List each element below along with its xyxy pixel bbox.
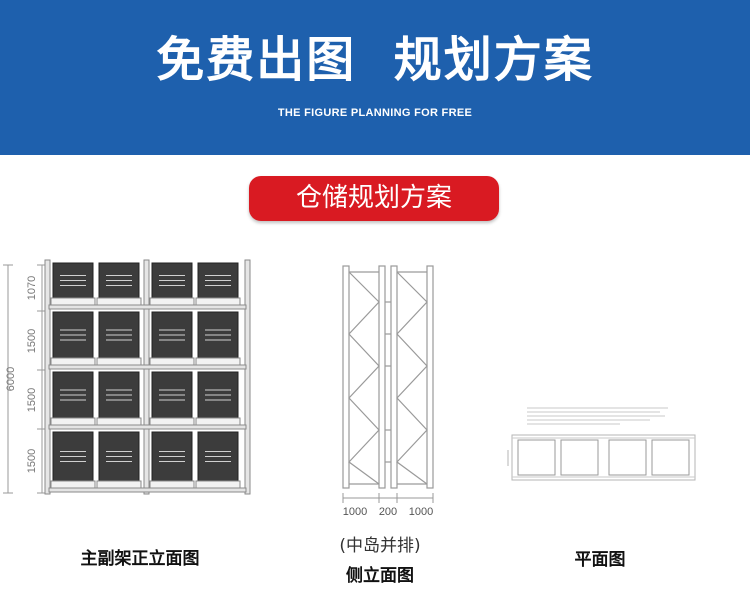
pallet (50, 417, 96, 426)
pallet (149, 417, 195, 426)
pallet (96, 417, 142, 426)
pallet (195, 417, 241, 426)
dim-width-right: 1000 (409, 506, 433, 518)
dim-level-2: 1500 (26, 329, 38, 353)
dim-level-1: 1070 (26, 276, 38, 300)
pallet (195, 357, 241, 366)
plan-view-drawing (507, 407, 696, 481)
pallet (50, 357, 96, 366)
header-subtitle: THE FIGURE PLANNING FOR FREE (277, 107, 473, 119)
dim-width-middle: 200 (379, 506, 397, 518)
header-banner: 免费出图 规划方案 THE FIGURE PLANNING FOR FREE (0, 0, 750, 155)
pallet (149, 357, 195, 366)
dim-total-height: 6000 (5, 367, 17, 391)
pallet (149, 480, 195, 489)
cargo-box (52, 262, 94, 299)
section-label: 仓储规划方案 (249, 176, 499, 221)
plan-view-caption: 平面图 (574, 550, 626, 570)
dim-level-3: 1500 (26, 388, 38, 412)
dim-width-left: 1000 (343, 506, 367, 518)
header-title: 免费出图 规划方案 (156, 32, 594, 88)
front-elevation-drawing: 6000 1070 1500 1500 1500 (3, 259, 251, 495)
pallet (195, 480, 241, 489)
pallet (96, 357, 142, 366)
pallet (96, 480, 142, 489)
pallet (96, 297, 142, 306)
pallet (50, 297, 96, 306)
dim-level-4: 1500 (26, 449, 38, 473)
pallet (195, 297, 241, 306)
side-elevation-drawing: 1000 200 1000 (342, 265, 434, 518)
front-view-caption: 主副架正立面图 (80, 549, 200, 569)
side-view-caption: 侧立面图 (346, 566, 414, 586)
pallet (50, 480, 96, 489)
pallet (149, 297, 195, 306)
side-view-subcaption: (中岛并排) (339, 536, 421, 556)
